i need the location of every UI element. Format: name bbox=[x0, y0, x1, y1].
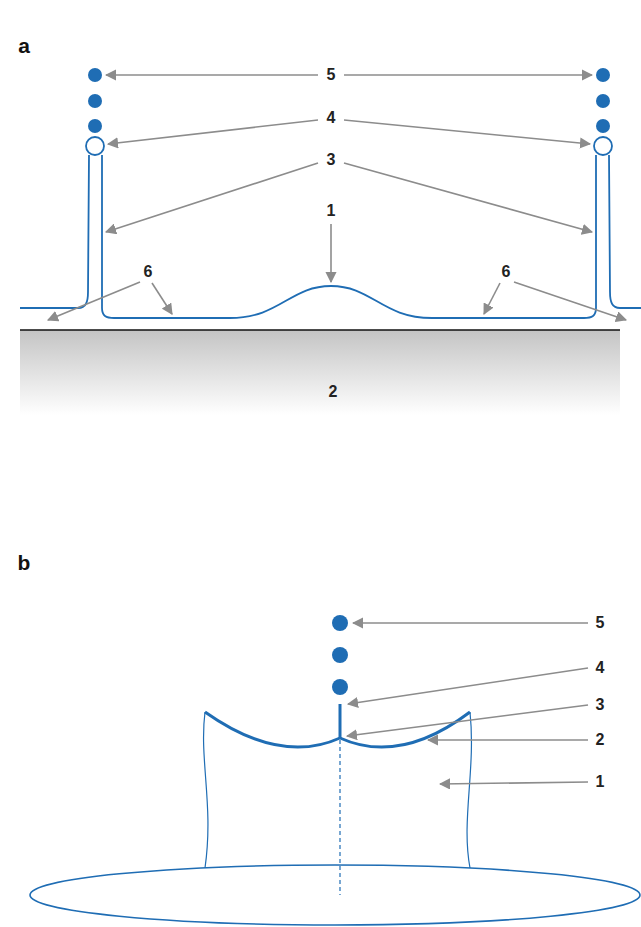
substrate bbox=[20, 330, 620, 415]
meniscus bbox=[205, 712, 470, 747]
callout-number: 4 bbox=[327, 110, 336, 126]
callout-number: 6 bbox=[144, 264, 153, 280]
callout-number: 2 bbox=[329, 384, 338, 400]
droplets bbox=[88, 68, 610, 133]
rim-bulb bbox=[86, 137, 104, 155]
callout-number: 1 bbox=[327, 203, 336, 219]
leader-lines bbox=[347, 623, 588, 784]
panel-letter: b bbox=[18, 552, 31, 573]
rim-bulb bbox=[594, 137, 612, 155]
panel-letter: a bbox=[18, 35, 30, 56]
callout-number: 4 bbox=[596, 660, 605, 676]
callout-number: 3 bbox=[596, 697, 605, 713]
jet bbox=[339, 704, 342, 738]
axis bbox=[339, 740, 340, 895]
cell-walls bbox=[204, 712, 472, 868]
callout-number: 6 bbox=[502, 264, 511, 280]
substrate-surface bbox=[20, 329, 620, 331]
callout-number: 5 bbox=[327, 67, 336, 83]
leader-lines bbox=[48, 75, 626, 320]
callout-number: 5 bbox=[596, 615, 605, 631]
callout-number: 3 bbox=[327, 152, 336, 168]
callout-number: 2 bbox=[596, 732, 605, 748]
callout-number: 1 bbox=[596, 774, 605, 790]
base-ellipse bbox=[30, 865, 640, 925]
droplets bbox=[332, 615, 348, 695]
